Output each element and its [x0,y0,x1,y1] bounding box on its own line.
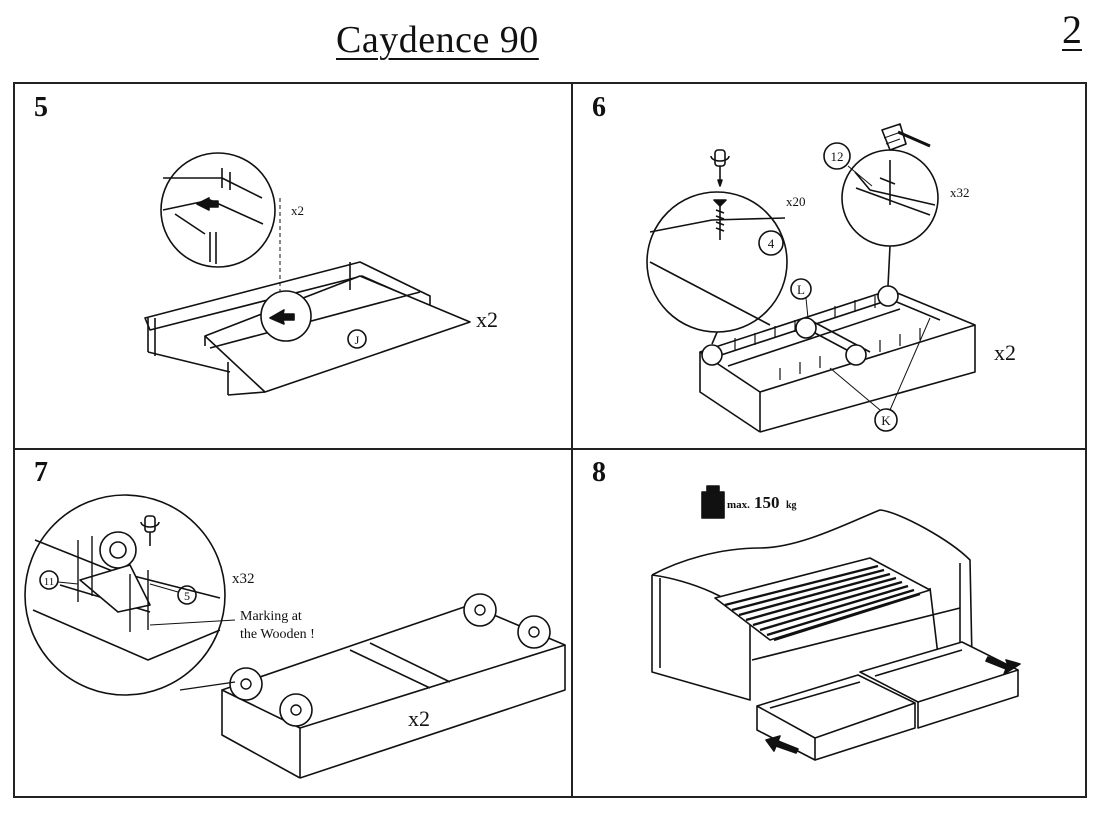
step-number-7: 7 [34,457,48,488]
step-7-count-large: x2 [408,706,430,731]
step-number-8: 8 [592,457,606,488]
step-5-part-j: J [355,333,360,347]
step-6-part-l: L [797,282,805,297]
step-8-max-prefix: max. [727,499,750,511]
step-6-nail-part: 12 [831,149,844,164]
step-7-part-5: 5 [184,589,190,603]
step-number-5: 5 [34,92,48,123]
screw-part-4 [713,199,727,240]
screwdriver-icon-2 [140,515,160,546]
step-7-part-11: 11 [44,576,55,588]
step-8-max-unit: kg [786,500,797,511]
step-6-frame-illustration [646,123,976,433]
step-8-daybed-illustration [651,485,1021,761]
step-6-screw-part: 4 [768,236,775,251]
step-5-count-large: x2 [476,307,498,332]
arrow-icon [765,656,1021,754]
page-number: 2 [1062,7,1082,52]
step-5-count-small: x2 [291,203,304,218]
step-7-note-line1: Marking at [240,609,302,624]
step-7-castor-illustration [24,494,566,779]
step-8-max-value: 150 [754,493,780,512]
weight-icon [701,485,725,519]
step-7-note-line2: the Wooden ! [240,627,315,642]
hammer-icon [881,123,931,151]
screwdriver-icon [710,149,730,187]
step-number-6: 6 [592,92,606,123]
step-6-count-large: x2 [994,340,1016,365]
steps-grid [13,82,1087,798]
grid-divider-vertical [571,82,573,798]
step-6-nail-count: x32 [950,185,970,200]
step-7-count-small: x32 [232,571,255,587]
step-6-screw-count: x20 [786,194,806,209]
step-5-drawer-illustration [144,152,471,396]
page-title: Caydence 90 [336,19,539,61]
step-6-part-k: K [881,413,891,428]
grid-divider-horizontal [13,448,1087,450]
